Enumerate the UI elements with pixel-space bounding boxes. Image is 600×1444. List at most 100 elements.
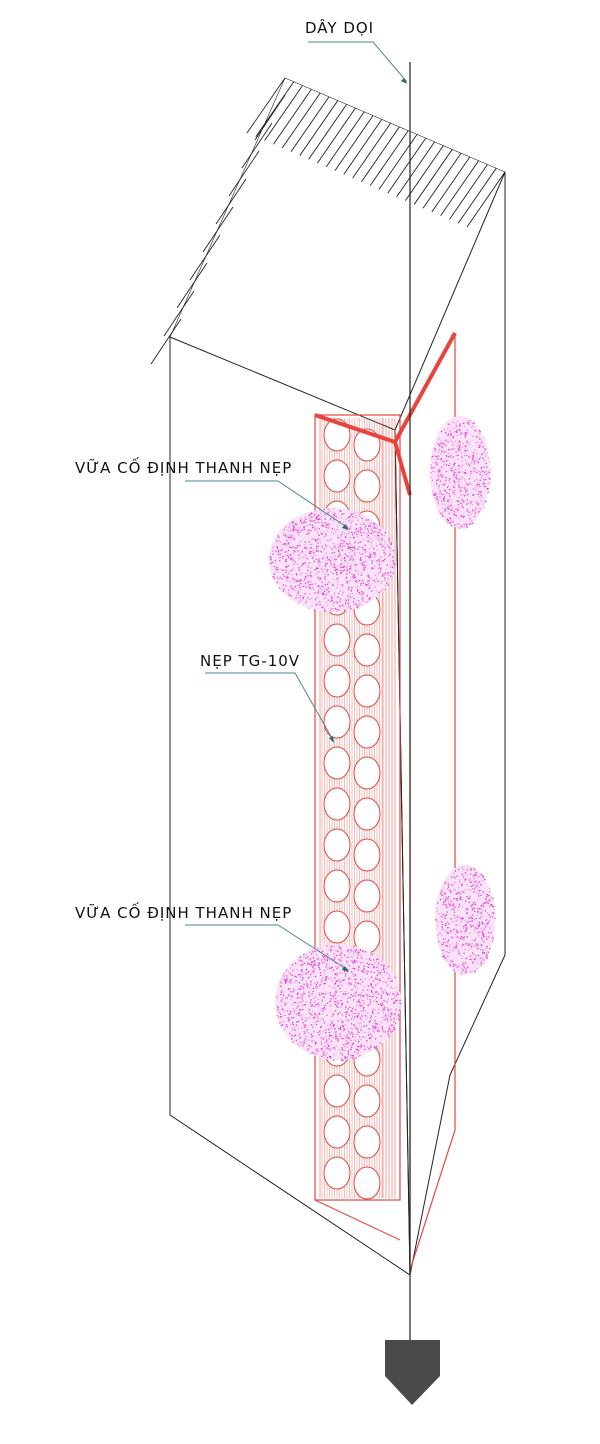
- mortar-speck: [312, 957, 314, 959]
- mortar-speck: [327, 604, 329, 606]
- mortar-speck: [455, 916, 457, 918]
- mortar-speck: [359, 1036, 361, 1038]
- mortar-speck: [388, 993, 390, 995]
- mortar-speck: [478, 881, 480, 883]
- mortar-speck: [315, 529, 317, 531]
- mortar-speck: [399, 1009, 401, 1011]
- mortar-speck: [483, 958, 485, 960]
- mortar-speck: [457, 949, 459, 952]
- mortar-speck: [361, 563, 363, 565]
- mortar-speck: [284, 543, 287, 545]
- mortar-speck: [438, 455, 440, 457]
- mortar-speck: [458, 449, 461, 451]
- mortar-speck: [327, 509, 329, 511]
- mortar-speck: [480, 961, 482, 963]
- mortar-speck: [394, 977, 396, 979]
- mortar-speck: [363, 1021, 365, 1023]
- mortar-speck: [355, 1015, 357, 1017]
- mortar-speck: [335, 962, 337, 964]
- mortar-speck: [391, 980, 393, 982]
- mortar-speck: [279, 1016, 282, 1018]
- mortar-speck: [478, 432, 481, 434]
- mortar-speck: [389, 1029, 392, 1031]
- mortar-speck: [327, 522, 329, 525]
- mortar-speck: [323, 1022, 326, 1024]
- mortar-speck: [314, 962, 316, 964]
- mortar-speck: [480, 885, 482, 887]
- mortar-speck: [329, 1024, 331, 1026]
- mortar-speck: [337, 1006, 340, 1009]
- mortar-speck: [376, 1047, 378, 1049]
- mortar-speck: [335, 990, 337, 992]
- mortar-speck: [301, 1018, 303, 1021]
- mortar-speck: [453, 486, 455, 489]
- mortar-speck: [446, 522, 448, 524]
- mortar-speck: [483, 959, 485, 962]
- mortar-speck: [438, 510, 441, 512]
- mortar-speck: [313, 1005, 315, 1008]
- mortar-speck: [348, 556, 350, 558]
- mortar-speck: [310, 982, 312, 985]
- mortar-speck: [482, 949, 484, 952]
- mortar-speck: [335, 568, 337, 571]
- mortar-speck: [307, 597, 309, 599]
- mortar-speck: [348, 546, 350, 548]
- mortar-speck: [393, 1001, 395, 1004]
- mortar-speck: [332, 969, 335, 971]
- mortar-speck: [288, 529, 291, 532]
- mortar-speck: [331, 514, 334, 517]
- mortar-speck: [349, 559, 351, 561]
- mortar-speck: [343, 565, 345, 567]
- mortar-speck: [371, 567, 373, 569]
- mortar-speck: [491, 896, 493, 899]
- mortar-speck: [460, 896, 462, 898]
- mortar-speck: [430, 464, 432, 466]
- mortar-speck: [333, 515, 336, 517]
- mortar-speck: [342, 1059, 344, 1061]
- mortar-speck: [363, 568, 365, 570]
- mortar-speck: [296, 997, 299, 999]
- mortar-speck: [447, 906, 449, 908]
- mortar-speck: [470, 924, 472, 926]
- mortar-speck: [379, 571, 381, 573]
- mortar-speck: [453, 511, 455, 513]
- mortar-speck: [358, 966, 360, 968]
- mortar-speck: [338, 544, 341, 546]
- mortar-speck: [336, 1025, 339, 1027]
- mortar-speck: [492, 897, 494, 900]
- mortar-speck: [309, 1013, 312, 1015]
- mortar-speck: [459, 428, 461, 430]
- mortar-speck: [310, 547, 312, 550]
- mortar-speck: [460, 516, 462, 518]
- mortar-speck: [384, 589, 386, 591]
- mortar-speck: [330, 977, 332, 980]
- mortar-speck: [383, 534, 386, 537]
- mortar-speck: [472, 924, 475, 926]
- mortar-speck: [300, 574, 302, 576]
- mortar-speck: [336, 571, 338, 574]
- mortar-speck: [314, 950, 316, 952]
- mortar-speck: [483, 482, 485, 485]
- mortar-speck: [455, 964, 457, 966]
- mortar-speck: [442, 449, 445, 451]
- mortar-speck: [384, 1031, 386, 1033]
- mortar-speck: [291, 993, 293, 995]
- hatch-line: [466, 171, 506, 228]
- mortar-speck: [492, 915, 494, 917]
- label-mortar-bottom-text: VỮA CỐ ĐỊNH THANH NẸP: [75, 901, 292, 922]
- mortar-speck: [378, 540, 380, 542]
- mortar-speck: [283, 975, 285, 977]
- mortar-speck: [480, 491, 482, 493]
- mortar-speck: [305, 957, 307, 959]
- mortar-speck: [357, 1041, 359, 1043]
- mortar-speck: [433, 447, 435, 450]
- mortar-speck: [297, 566, 300, 568]
- mortar-speck: [348, 978, 351, 980]
- mortar-speck: [321, 959, 323, 961]
- mortar-speck: [384, 1018, 386, 1020]
- mortar-speck: [338, 546, 340, 548]
- mortar-speck: [327, 581, 329, 583]
- mortar-speck: [373, 526, 375, 528]
- mortar-speck: [337, 1037, 339, 1040]
- mortar-speck: [472, 917, 474, 919]
